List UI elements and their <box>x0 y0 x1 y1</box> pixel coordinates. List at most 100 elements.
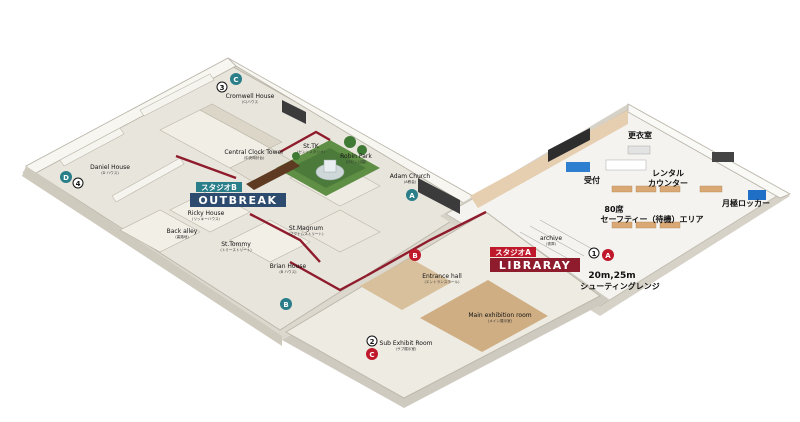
lane-1 <box>519 231 575 263</box>
lane-3 <box>539 219 595 251</box>
studio-a-name: LIBRARAY <box>499 259 571 272</box>
studio-b-name: OUTBREAK <box>198 194 277 207</box>
studio-a-label: スタジオA LIBRARAY <box>490 247 580 272</box>
seat-table-1 <box>611 185 633 193</box>
outer-wall-sw <box>22 166 282 346</box>
studio-a-tag: スタジオA <box>495 247 531 257</box>
studio-a-tag-bg <box>490 247 536 257</box>
label-archive: archive <box>540 235 562 242</box>
fountain-column <box>323 159 337 173</box>
robin-park <box>276 136 380 196</box>
label-ricky: Ricky House <box>188 210 225 217</box>
label-reception: 受付 <box>584 175 600 185</box>
shooting-range <box>519 219 595 263</box>
marker-3-circle <box>216 81 228 93</box>
label-clock: Central Clock Tower <box>224 149 284 156</box>
marker-3: 3 <box>220 84 225 92</box>
main-exhibition-floor <box>420 280 548 352</box>
label-stmagnum: St.Magnum <box>289 225 323 232</box>
seat-table-2 <box>635 185 657 193</box>
sub-brian: (B ハウス) <box>279 269 297 274</box>
tree-3 <box>292 152 300 160</box>
marker-b-red: B <box>412 252 417 260</box>
label-brian: Brian House <box>270 263 307 270</box>
number-markers: 1 2 3 4 <box>72 81 600 347</box>
changing-bench <box>627 145 651 155</box>
wall-ricky-1 <box>111 157 185 203</box>
marker-1-circle <box>588 247 600 259</box>
marker-a-red-circle <box>602 249 614 261</box>
dark-panels <box>282 100 590 214</box>
marker-c-teal-circle <box>230 73 242 85</box>
sub-stmagnum: (マグナムストリート) <box>288 231 324 236</box>
dark-panel-adam <box>418 178 460 214</box>
route-a <box>175 154 237 180</box>
marker-b-teal-circle <box>280 298 292 310</box>
dark-panel-lobby <box>548 128 590 162</box>
label-adam: Adam Church <box>390 173 431 180</box>
route-d <box>365 210 487 278</box>
label-robin: Robin Park <box>340 153 372 160</box>
marker-b-teal: B <box>283 301 288 309</box>
lobby-furniture <box>566 145 766 229</box>
label-range-2: シューティングレンジ <box>580 281 660 291</box>
marker-4-circle <box>72 177 84 189</box>
label-rental-1: レンタル <box>652 168 684 178</box>
marker-2-circle <box>366 335 378 347</box>
label-range-1: 20m,25m <box>588 271 635 281</box>
label-main: Main exhibition room <box>468 312 531 319</box>
sub-ricky: (リッキーハウス) <box>192 216 220 221</box>
label-seats-1: 80席 <box>604 204 623 214</box>
outer-wall-east <box>627 103 791 199</box>
reception-desk <box>566 162 590 172</box>
marker-c-red-circle <box>366 348 378 360</box>
letter-markers: A A B B C C D <box>60 73 614 360</box>
label-backalley: Back alley <box>167 228 198 235</box>
sub-entrance: (エントランスホール) <box>424 279 460 284</box>
clock-bridge <box>246 160 300 190</box>
route-b <box>279 130 331 154</box>
route-c <box>289 260 367 292</box>
studio-b-name-bg <box>190 193 286 207</box>
block-cromwell-side <box>199 103 283 149</box>
marker-a-red: A <box>605 252 611 260</box>
label-daniel: Daniel House <box>90 164 130 171</box>
label-cromwell: Cromwell House <box>226 93 275 100</box>
marker-c-red: C <box>369 351 374 359</box>
locker-block <box>748 190 766 200</box>
label-sttommy: St.Tommy <box>221 241 251 248</box>
marker-1: 1 <box>592 250 597 258</box>
block-sw <box>119 209 201 253</box>
marker-c-teal: C <box>233 76 238 84</box>
sub-sttommy: (トミーストリート) <box>220 247 252 252</box>
seat-table-6 <box>659 221 681 229</box>
sub-main: (メイン展示室) <box>488 318 513 323</box>
label-sttk: St.TK <box>303 143 320 150</box>
route-lines <box>175 130 487 292</box>
label-rental-2: カウンター <box>648 178 688 188</box>
block-brian <box>229 219 311 263</box>
sub-adam: (A教会) <box>404 179 417 184</box>
tree-2 <box>357 145 367 155</box>
seat-table-4 <box>611 221 633 229</box>
marker-d-teal: D <box>63 174 69 182</box>
seat-table-7 <box>699 185 723 193</box>
studio-a-name-bg <box>490 258 580 272</box>
entrance-floor <box>360 258 452 310</box>
marker-a-teal-circle <box>406 189 418 201</box>
label-changing: 更衣室 <box>628 130 652 140</box>
wall-north-1 <box>139 73 215 117</box>
seat-table-3 <box>659 185 681 193</box>
sub-sttk: (セントスタジオ) <box>297 149 326 154</box>
marker-d-teal-circle <box>60 171 72 183</box>
room-labels: Cromwell House (C)ハウス Central Clock Towe… <box>90 93 562 351</box>
dark-panel-north <box>282 100 306 124</box>
route-e <box>249 212 321 263</box>
lane-2 <box>529 225 585 257</box>
tree-1 <box>344 136 356 148</box>
marker-a-teal: A <box>409 192 415 200</box>
label-seats-2: セーフティー（待機）エリア <box>600 214 703 224</box>
marker-2: 2 <box>370 338 375 346</box>
sub-clock: (中央時計台) <box>244 155 265 160</box>
